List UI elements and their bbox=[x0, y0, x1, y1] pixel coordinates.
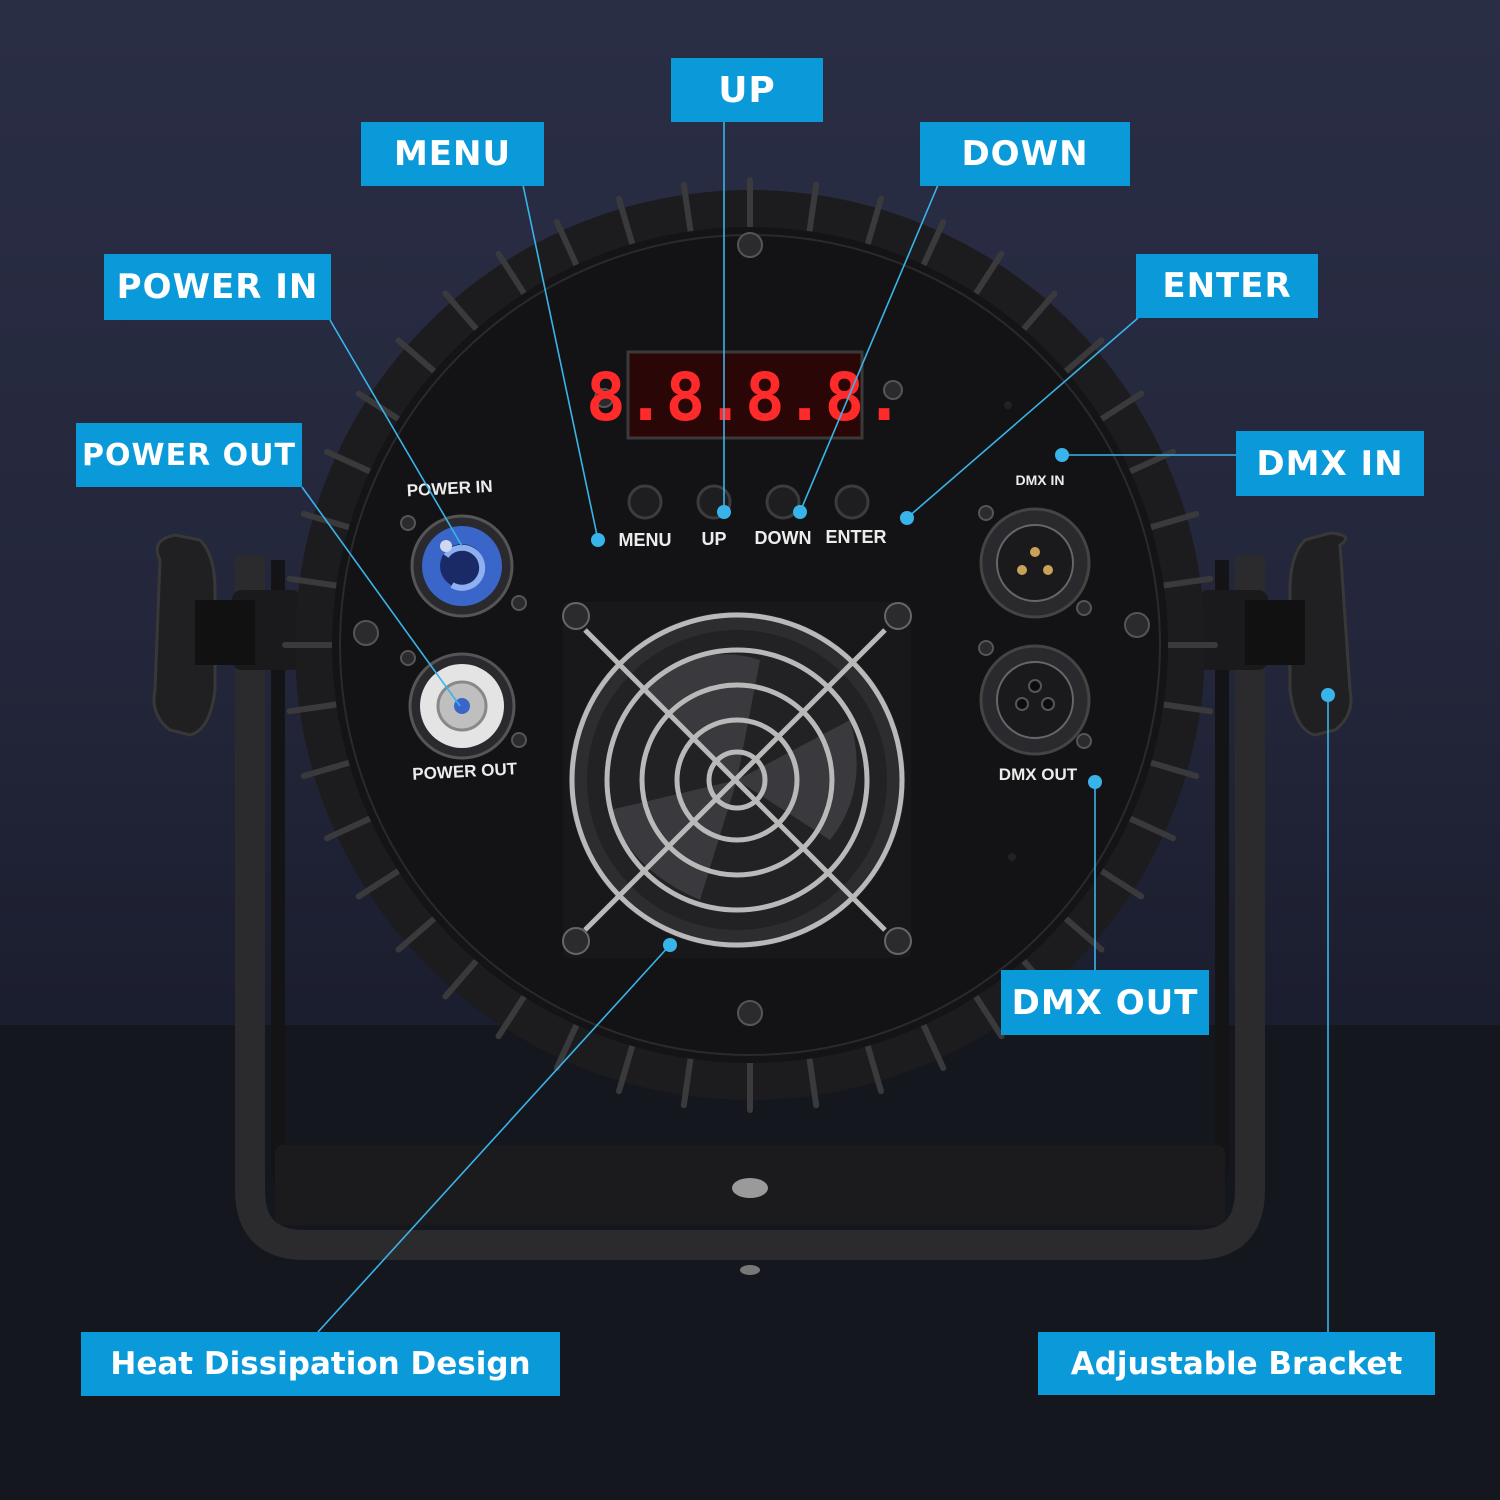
callout-dmx-out-text: DMX OUT bbox=[1011, 982, 1199, 1023]
heat-sink-fin bbox=[395, 337, 438, 375]
heat-sink-fin bbox=[300, 759, 352, 780]
bracket-bottom-hole bbox=[740, 1265, 760, 1275]
heat-sink-fin bbox=[553, 1022, 580, 1071]
callout-dmx-in-text: DMX IN bbox=[1256, 443, 1404, 484]
heat-sink-fin bbox=[1148, 759, 1200, 780]
adjustable-bracket bbox=[235, 555, 1265, 1275]
heat-sink-fin bbox=[1148, 510, 1200, 531]
heat-sink-fin bbox=[324, 448, 373, 475]
dmx-out-connector[interactable]: DMX OUT bbox=[979, 644, 1091, 784]
callout-down: DOWN bbox=[920, 122, 1130, 186]
cooling-fan bbox=[562, 602, 912, 958]
down-button[interactable] bbox=[765, 484, 801, 520]
heat-sink-fin bbox=[920, 219, 947, 268]
heat-sink-fin bbox=[395, 915, 438, 953]
up-button-label: UP bbox=[701, 529, 726, 549]
heat-sink-fin bbox=[680, 1055, 694, 1109]
heat-sink-fin bbox=[286, 575, 340, 589]
heat-sink-fin bbox=[1160, 701, 1214, 715]
heat-sink-fin bbox=[355, 867, 402, 900]
led-display-text: 8.8.8.8. bbox=[586, 359, 904, 436]
heat-sink-fin bbox=[1020, 290, 1058, 333]
callout-heat-dissipation: Heat Dissipation Design bbox=[81, 1332, 560, 1396]
heat-sink-fin bbox=[495, 993, 528, 1040]
heat-sink-fin bbox=[324, 815, 373, 842]
heat-sink-fin bbox=[806, 1055, 820, 1109]
right-knob bbox=[1198, 531, 1353, 737]
heat-sink-fin bbox=[615, 195, 636, 247]
callout-adjustable-bracket: Adjustable Bracket bbox=[1038, 1332, 1435, 1395]
heat-sink-fin bbox=[806, 181, 820, 235]
dmx-in-panel-label: DMX IN bbox=[1016, 472, 1065, 488]
dmx-out-panel-label: DMX OUT bbox=[999, 765, 1078, 784]
heat-sink-fin bbox=[1160, 575, 1214, 589]
heat-sink-fin bbox=[442, 290, 480, 333]
callout-bracket-text: Adjustable Bracket bbox=[1070, 1345, 1403, 1382]
heat-sink-fin bbox=[864, 195, 885, 247]
left-knob bbox=[152, 533, 302, 737]
callout-enter: ENTER bbox=[1136, 254, 1318, 318]
leader-dots bbox=[591, 448, 1335, 952]
heat-sink-fin bbox=[680, 181, 694, 235]
fan-grille bbox=[569, 612, 905, 948]
callout-up-text: UP bbox=[718, 69, 776, 111]
led-display: 8.8.8.8. bbox=[586, 350, 904, 440]
callout-power-out: POWER OUT bbox=[76, 423, 302, 487]
heat-sink-fin bbox=[442, 957, 480, 1000]
menu-button-label: MENU bbox=[619, 530, 672, 550]
callout-power-in-text: POWER IN bbox=[116, 267, 319, 307]
heat-sink-fin bbox=[495, 250, 528, 297]
callout-menu-text: MENU bbox=[393, 134, 512, 174]
heat-sink-fin bbox=[1098, 867, 1145, 900]
callout-power-out-text: POWER OUT bbox=[82, 437, 296, 473]
callout-down-text: DOWN bbox=[961, 134, 1089, 174]
menu-button[interactable] bbox=[627, 484, 663, 520]
heat-sink-fin bbox=[864, 1043, 885, 1095]
callout-up: UP bbox=[671, 58, 823, 122]
enter-button[interactable] bbox=[834, 484, 870, 520]
heat-sink-fin bbox=[615, 1043, 636, 1095]
heat-sink-fin bbox=[1098, 390, 1145, 423]
heat-sink-fin bbox=[1127, 815, 1176, 842]
down-button-label: DOWN bbox=[755, 528, 812, 548]
power-in-connector[interactable]: POWER IN bbox=[406, 477, 514, 618]
callout-enter-text: ENTER bbox=[1162, 266, 1292, 306]
heat-sink-fin bbox=[286, 701, 340, 715]
enter-button-label: ENTER bbox=[825, 527, 886, 547]
bracket-mount-hole bbox=[732, 1178, 768, 1198]
heat-sink-fin bbox=[553, 219, 580, 268]
callout-heat-text: Heat Dissipation Design bbox=[110, 1346, 531, 1382]
callout-dmx-in: DMX IN bbox=[1236, 431, 1424, 496]
control-buttons: MENU UP DOWN ENTER bbox=[619, 484, 887, 550]
heat-sink-fin bbox=[1062, 337, 1105, 375]
heat-sink-fin bbox=[972, 993, 1005, 1040]
heat-sink-fin bbox=[972, 250, 1005, 297]
callout-dmx-out: DMX OUT bbox=[1001, 970, 1209, 1035]
heat-sink-fin bbox=[355, 390, 402, 423]
callout-power-in: POWER IN bbox=[104, 254, 331, 320]
power-out-connector[interactable]: POWER OUT bbox=[408, 652, 518, 784]
callout-menu: MENU bbox=[361, 122, 544, 186]
panel-screws bbox=[353, 232, 1150, 1026]
heat-sink-fins bbox=[282, 177, 1218, 1113]
dmx-in-connector[interactable]: DMX IN bbox=[979, 472, 1091, 619]
power-in-panel-label: POWER IN bbox=[406, 477, 493, 500]
leader-lines bbox=[301, 122, 1329, 1333]
heat-sink-fin bbox=[920, 1022, 947, 1071]
